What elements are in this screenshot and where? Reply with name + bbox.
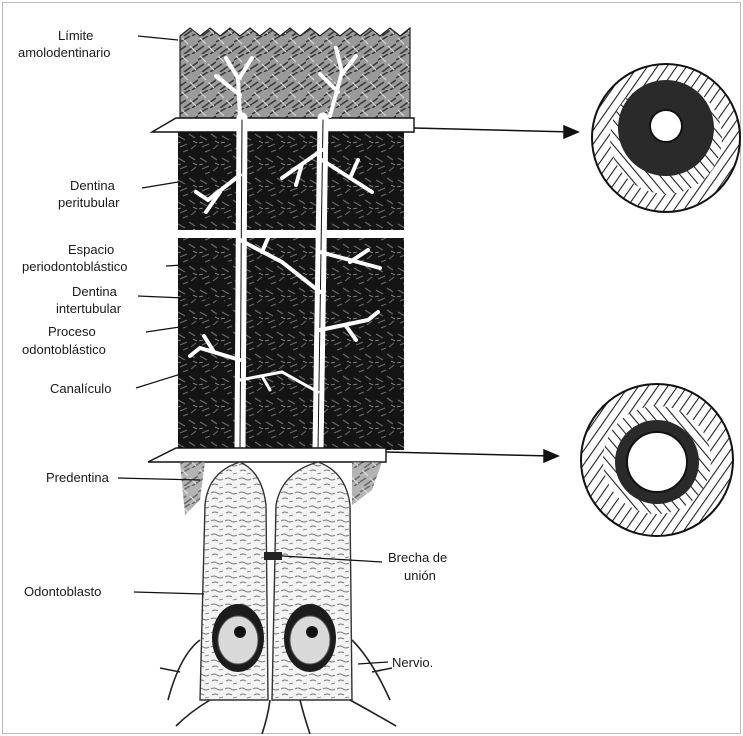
label-espacio-2: periodontoblástico bbox=[22, 259, 128, 274]
label-peritubular-2: peritubular bbox=[58, 195, 120, 210]
label-intertubular-1: Dentina bbox=[72, 284, 118, 299]
label-peritubular-1: Dentina bbox=[70, 178, 116, 193]
label-brecha-1: Brecha de bbox=[388, 550, 447, 565]
lower-cross-section bbox=[581, 384, 733, 536]
dentin-block bbox=[178, 130, 404, 450]
label-predentina: Predentina bbox=[46, 470, 110, 485]
label-limite-1: Límite bbox=[58, 28, 93, 43]
section-arrows bbox=[386, 126, 578, 462]
label-canaliculo: Canalículo bbox=[50, 381, 111, 396]
lower-section-plane bbox=[148, 448, 386, 462]
label-proceso-1: Proceso bbox=[48, 324, 96, 339]
label-proceso-2: odontoblástico bbox=[22, 342, 106, 357]
upper-cross-section bbox=[592, 64, 740, 212]
upper-section-plane bbox=[152, 118, 414, 132]
label-espacio-1: Espacio bbox=[68, 242, 114, 257]
label-odontoblasto: Odontoblasto bbox=[24, 584, 101, 599]
label-intertubular-2: intertubular bbox=[56, 301, 122, 316]
label-brecha-2: unión bbox=[404, 568, 436, 583]
label-nervio: Nervio. bbox=[392, 655, 433, 670]
label-limite-2: amolodentinario bbox=[18, 45, 111, 60]
